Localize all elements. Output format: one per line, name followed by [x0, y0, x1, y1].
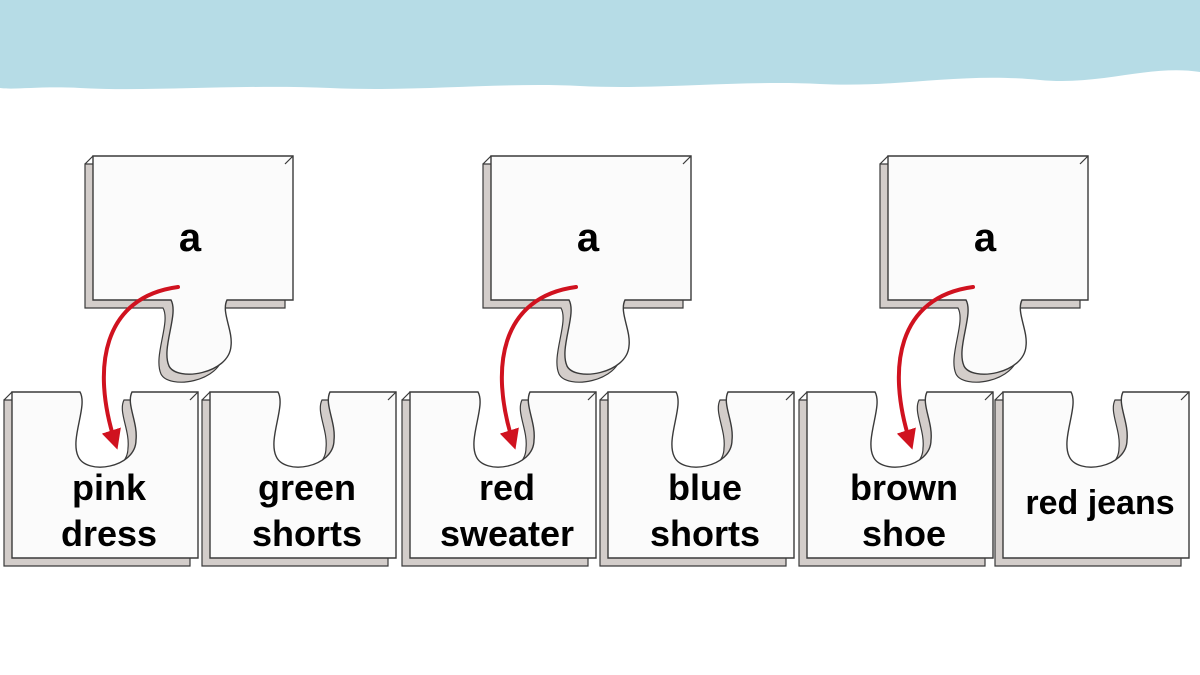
top-piece-label: a — [179, 216, 202, 260]
top-puzzle-piece: a — [84, 155, 294, 383]
top-piece-label: a — [577, 216, 600, 260]
bottom-piece-label: dress — [61, 513, 157, 554]
bottom-puzzle-piece: red sweater — [401, 391, 597, 567]
bottom-piece-label: sweater — [440, 513, 574, 554]
bottom-piece-label: shoe — [862, 513, 946, 554]
bottom-puzzle-piece: blue shorts — [599, 391, 795, 567]
bottom-piece-label: shorts — [650, 513, 760, 554]
bottom-piece-label: brown — [850, 467, 958, 508]
curved-arrow — [896, 285, 975, 450]
bottom-puzzle-piece: pink dress — [3, 391, 199, 567]
bottom-piece-label: pink — [72, 467, 147, 508]
top-piece-label: a — [974, 216, 997, 260]
bottom-piece-label: red jeans — [1025, 484, 1174, 522]
bottom-puzzle-piece: red jeans — [994, 391, 1190, 567]
top-puzzle-piece: a — [482, 155, 692, 383]
bottom-puzzle-piece: brown shoe — [798, 391, 994, 567]
curved-arrow — [499, 285, 578, 450]
wave-banner — [0, 0, 1200, 90]
top-puzzle-piece: a — [879, 155, 1089, 383]
bottom-puzzle-piece: green shorts — [201, 391, 397, 567]
bottom-piece-label: blue — [668, 467, 742, 508]
bottom-piece-label: red — [479, 467, 535, 508]
bottom-piece-label: green — [258, 467, 356, 508]
bottom-piece-label: shorts — [252, 513, 362, 554]
curved-arrow — [101, 285, 180, 450]
sky-banner — [0, 0, 1200, 90]
